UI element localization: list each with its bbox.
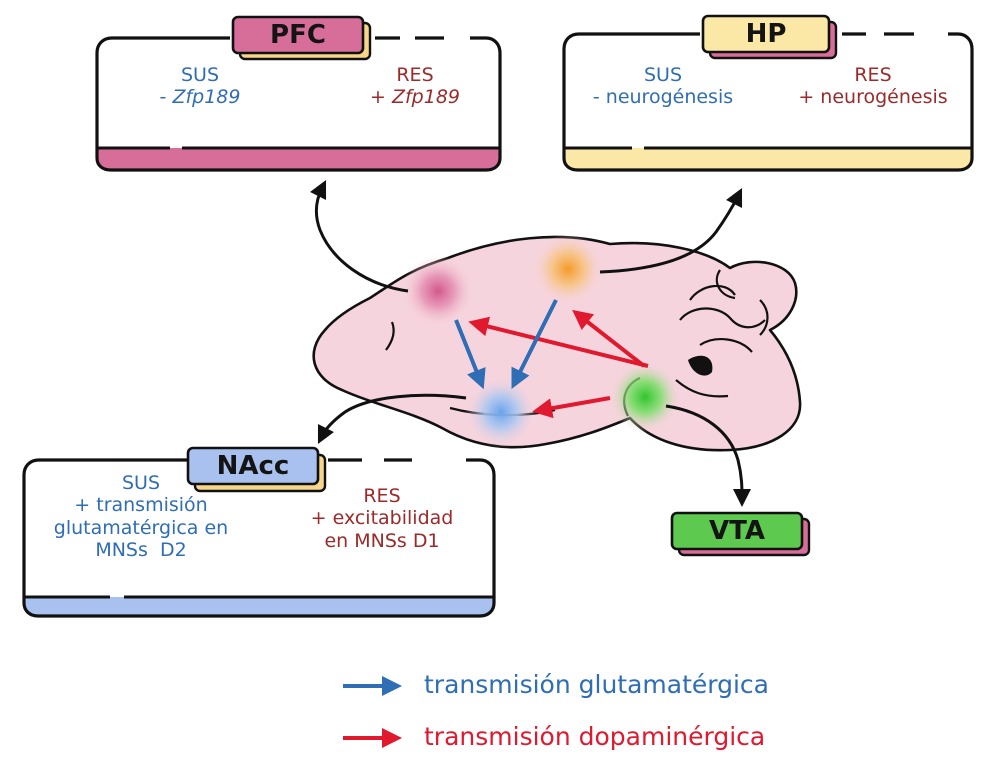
nacc-sus-line: glutamatérgica en [53, 516, 229, 539]
vta-box [670, 511, 811, 557]
cerebellum-fold [679, 307, 766, 329]
hp-sus-block: SUS - neurogénesis [573, 64, 753, 109]
legend-glutamate-label: transmisión glutamatérgica [424, 670, 769, 699]
hp-res-line: + neurogénesis [798, 86, 948, 109]
nacc-sus-title: SUS [121, 472, 161, 494]
pfc-box [95, 15, 502, 172]
arrow-to-hp [599, 187, 743, 274]
brain-notch [688, 355, 713, 376]
vta-label: VTA [709, 516, 765, 546]
pfc-sus-gene: Zfp189 [172, 86, 241, 109]
dopamine-arrow-vta-to-pfc [468, 316, 649, 368]
cerebellum-fold [715, 269, 736, 300]
arrow-to-vta [665, 404, 751, 507]
nacc-region-glow [465, 376, 537, 448]
dopamine-arrow-vta-to-nacc [532, 396, 611, 419]
nacc-sus-line: + transmisión [74, 494, 208, 517]
pfc-res-block: RES + Zfp189 [325, 64, 505, 109]
hp-res-title: RES [854, 64, 892, 86]
hp-sus-title: SUS [643, 64, 683, 86]
pfc-label: PFC [270, 20, 326, 50]
pfc-region-glow [402, 255, 474, 327]
nacc-box [22, 446, 496, 618]
nacc-res-block: RES + excitabilidad en MNSs D1 [282, 485, 482, 552]
brain-inner-line [675, 379, 729, 398]
nacc-sus-block: SUS + transmisión glutamatérgica en MNSs… [30, 472, 252, 562]
pfc-sus-prefix: - [159, 86, 173, 109]
glutamate-arrow-hp-to-nacc [511, 299, 558, 389]
nacc-res-line: en MNSs D1 [324, 529, 440, 552]
hp-box [562, 14, 974, 172]
arrow-to-nacc-box [317, 393, 467, 445]
dopamine-arrow-vta-to-hp [572, 309, 646, 368]
vta-region-glow [609, 361, 681, 433]
pfc-sus-block: SUS - Zfp189 [110, 64, 290, 109]
hp-sus-line: - neurogénesis [592, 86, 734, 109]
hp-res-block: RES + neurogénesis [780, 64, 966, 109]
pfc-res-title: RES [396, 64, 434, 86]
nacc-label: NAcc [216, 451, 290, 481]
arrow-to-pfc [309, 179, 409, 293]
cerebellum-fold [699, 338, 753, 353]
hp-region-glow [532, 233, 604, 305]
pfc-res-line: + Zfp189 [325, 86, 505, 108]
brain-inner-line [385, 321, 395, 351]
glutamate-arrow-pfc-to-nacc [454, 319, 486, 390]
pfc-sus-title: SUS [180, 64, 220, 86]
nacc-res-line: + excitabilidad [310, 507, 454, 530]
legend-dopamine-label: transmisión dopaminérgica [424, 722, 766, 751]
cerebellum-fold [759, 299, 769, 336]
nacc-sus-line: MNSs D2 [95, 539, 187, 562]
hp-label: HP [745, 19, 787, 49]
pfc-res-gene: Zfp189 [391, 86, 460, 109]
nacc-res-title: RES [363, 485, 401, 507]
cerebellum-fold [689, 284, 736, 301]
pfc-res-prefix: + [370, 86, 392, 109]
pfc-sus-line: - Zfp189 [110, 86, 290, 108]
